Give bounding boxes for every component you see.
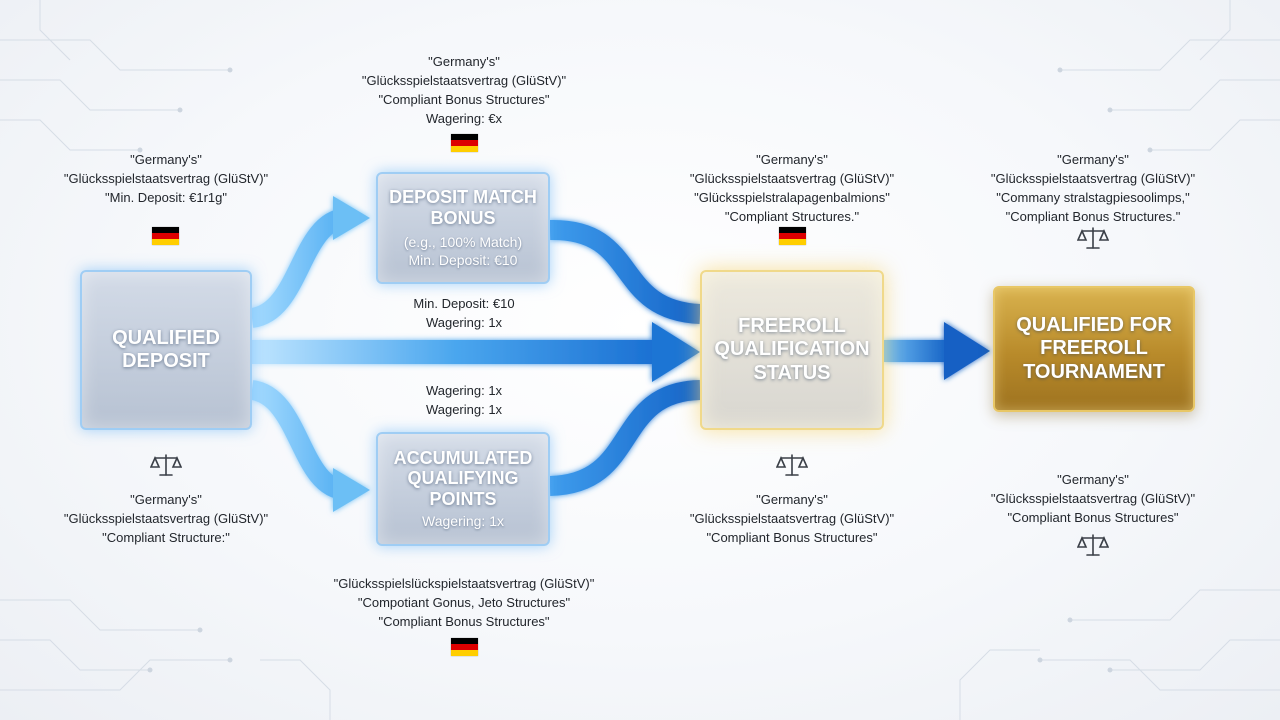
note-line: "Commany stralstagpiesoolimps," (996, 190, 1190, 205)
note-line: "Glücksspielstaatsvertrag (GlüStV)" (63, 511, 269, 526)
scales-of-justice-icon (1077, 227, 1109, 249)
scales-of-justice-icon (150, 454, 182, 476)
arrow-points-to-status (549, 380, 701, 496)
german-flag-icon (451, 638, 478, 656)
note-line: "Germany's" (428, 54, 500, 69)
arrow-status-to-tournament (884, 322, 990, 380)
note-line: "Min. Deposit: €1r1g" (105, 190, 227, 205)
qualified-tournament-title: QUALIFIED FOR FREEROLL TOURNAMENT (1016, 314, 1172, 383)
note-line: "Compliant Structures." (724, 209, 860, 224)
arrow-main-direct (252, 322, 700, 382)
note-bottom-center: "Glücksspielslückspielstaatsvertrag (Glü… (334, 574, 595, 631)
upper-label-line: Min. Deposit: €10 (413, 296, 515, 311)
note-line: "Compliant Bonus Structures" (1007, 510, 1179, 525)
german-flag-icon (779, 227, 806, 245)
scales-of-justice-icon (776, 454, 808, 476)
note-right-lower: "Germany's" "Glücksspielstaatsvertrag (G… (991, 470, 1195, 527)
note-line: "Glücksspielstaatsvertrag (GlüStV)" (63, 171, 269, 186)
note-line: "Germany's" (756, 152, 828, 167)
note-line: "Compliant Structure:" (102, 530, 230, 545)
freeroll-status-title: FREEROLL QUALIFICATION STATUS (714, 315, 870, 384)
deposit-match-title: DEPOSIT MATCH BONUS (389, 186, 537, 228)
arrow-to-deposit-match (249, 196, 370, 328)
qualified-deposit-title: QUALIFIED DEPOSIT (112, 326, 220, 372)
note-center-right-upper: "Germany's" "Glücksspielstaatsvertrag (G… (690, 150, 894, 226)
note-left-lower: "Germany's" "Glücksspielstaatsvertrag (G… (64, 490, 268, 547)
german-flag-icon (152, 227, 179, 245)
lower-arrow-label: Wagering: 1x Wagering: 1x (426, 381, 502, 419)
lower-label-line: Wagering: 1x (425, 383, 503, 398)
german-flag-icon (451, 134, 478, 152)
deposit-match-box: DEPOSIT MATCH BONUS (e.g., 100% Match) M… (376, 172, 550, 284)
upper-arrow-label: Min. Deposit: €10 Wagering: 1x (413, 294, 514, 332)
deposit-match-min-deposit: Min. Deposit: €10 (408, 251, 518, 268)
note-line: "Compliant Bonus Structures" (706, 530, 878, 545)
note-top-center: "Germany's" "Glücksspielstaatsvertrag (G… (362, 52, 566, 128)
freeroll-status-box: FREEROLL QUALIFICATION STATUS (700, 270, 884, 430)
note-line: "Glücksspielstaatsvertrag (GlüStV)" (990, 171, 1196, 186)
accumulated-points-title: ACCUMULATED QUALIFYING POINTS (393, 447, 533, 510)
note-line: "Glücksspielslückspielstaatsvertrag (Glü… (333, 576, 595, 591)
note-line: "Compotiant Gonus, Jeto Structures" (357, 595, 571, 610)
scales-of-justice-icon (1077, 534, 1109, 556)
lower-label-line: Wagering: 1x (425, 402, 503, 417)
qualified-tournament-box: QUALIFIED FOR FREEROLL TOURNAMENT (993, 286, 1195, 412)
qualified-deposit-box: QUALIFIED DEPOSIT (80, 270, 252, 430)
note-line: Wagering: €x (425, 111, 503, 126)
note-line: "Germany's" (1057, 152, 1129, 167)
note-line: "Glücksspielstralapagenbalmions" (694, 190, 890, 205)
note-right-upper: "Germany's" "Glücksspielstaatsvertrag (G… (991, 150, 1195, 226)
note-line: "Glücksspielstaatsvertrag (GlüStV)" (990, 491, 1196, 506)
note-line: "Compliant Bonus Structures." (1005, 209, 1181, 224)
note-left-upper: "Germany's" "Glücksspielstaatsvertrag (G… (64, 150, 268, 207)
accumulated-points-wagering: Wagering: 1x (422, 513, 504, 530)
note-line: "Germany's" (130, 152, 202, 167)
arrow-to-accumulated-points (249, 380, 370, 512)
deposit-match-example: (e.g., 100% Match) (403, 233, 523, 250)
note-center-right-lower: "Germany's" "Glücksspielstaatsvertrag (G… (690, 490, 894, 547)
arrow-match-to-status (549, 219, 701, 324)
note-line: "Germany's" (756, 492, 828, 507)
note-line: "Compliant Bonus Structures" (378, 614, 550, 629)
note-line: "Glücksspielstaatsvertrag (GlüStV)" (689, 171, 895, 186)
note-line: "Glücksspielstaatsvertrag (GlüStV)" (361, 73, 567, 88)
note-line: "Germany's" (1057, 472, 1129, 487)
note-line: "Compliant Bonus Structures" (378, 92, 550, 107)
note-line: "Germany's" (130, 492, 202, 507)
upper-label-line: Wagering: 1x (425, 315, 503, 330)
accumulated-points-box: ACCUMULATED QUALIFYING POINTS Wagering: … (376, 432, 550, 546)
note-line: "Glücksspielstaatsvertrag (GlüStV)" (689, 511, 895, 526)
